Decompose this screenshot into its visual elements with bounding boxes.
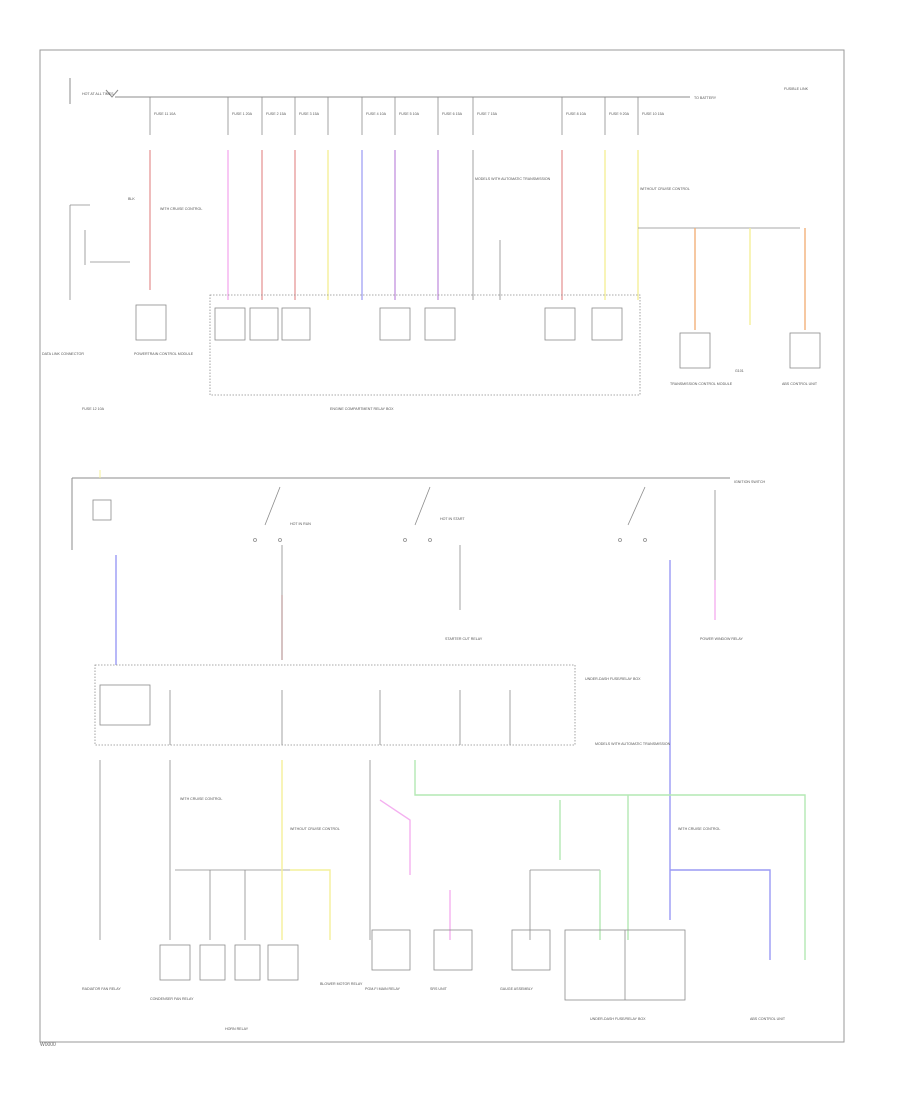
hot-at-all-times-label: HOT AT ALL TIMES [82,92,114,96]
fuse-label: FUSE 6 15A [442,112,463,116]
diagram-frame [39,49,845,1043]
fuse-label: FUSE 3 15A [299,112,320,116]
pcm-label: POWERTRAIN CONTROL MODULE [134,352,194,356]
component-label: GAUGE ASSEMBLY [500,987,533,991]
top-fuse-drops [149,97,639,135]
fuse-label: FUSE 10 15A [642,112,665,116]
fuse-label: FUSE 9 20A [609,112,630,116]
fusible-link-label: FUSIBLE LINK [784,87,809,91]
note-label: WITHOUT CRUISE CONTROL [290,827,340,831]
fuse-label: FUSE 2 15A [266,112,287,116]
ignition-switch-label: IGNITION SWITCH [734,480,766,484]
data-link-label: DATA LINK CONNECTOR [42,352,84,356]
fuse-label: FUSE 12 10A [82,407,105,411]
bottom-grey-wires [99,760,600,940]
top-small-labels: BLK WITH CRUISE CONTROL MODELS WITH AUTO… [128,177,690,211]
fuse-label: FUSE 7 15A [477,112,498,116]
fuse-junction-box-label: UNDER-DASH FUSE/RELAY BOX [585,677,641,681]
note-label: MODELS WITH AUTOMATIC TRANSMISSION [475,177,551,181]
fuse-label: FUSE 8 10A [566,112,587,116]
figure-id: W0000 [40,1042,56,1048]
under-dash-fuse-box [94,664,576,746]
engine-relay-box-label: ENGINE COMPARTMENT RELAY BOX [330,407,394,411]
component-label: UNDER-DASH FUSE/RELAY BOX [590,1017,646,1021]
top-grey-wiring [69,150,800,300]
bottom-notes: WITH CRUISE CONTROL WITHOUT CRUISE CONTR… [180,742,720,831]
note-label: WITH CRUISE CONTROL [180,797,222,801]
component-label: BLOWER MOTOR RELAY [320,982,363,986]
transmission-control-label: TRANSMISSION CONTROL MODULE [670,382,733,386]
wire-color-label: BLK [128,197,135,201]
fuse-label: FUSE 4 10A [366,112,387,116]
top-right-branch-wires [694,228,806,330]
component-label: HORN RELAY [225,1027,249,1031]
component-label: ABS CONTROL UNIT [750,1017,786,1021]
power-window-label: POWER WINDOW RELAY [700,637,743,641]
top-colored-wires [149,150,639,300]
note-label: WITH CRUISE CONTROL [678,827,720,831]
note-label: MODELS WITH AUTOMATIC TRANSMISSION [595,742,671,746]
component-label: RADIATOR FAN RELAY [82,987,121,991]
fuse-label: FUSE 11 10A [154,112,176,116]
ground-label: G101 [735,369,744,373]
top-fuse-labels: FUSE 11 10A FUSE 1 20A FUSE 2 15A FUSE 3… [154,112,665,116]
top-power-bus [69,78,690,104]
fuse-label: FUSE 1 20A [232,112,253,116]
abs-unit-label: ABS CONTROL UNIT [782,382,818,386]
note-label: WITH CRUISE CONTROL [160,207,202,211]
middle-colored-wires [115,555,716,920]
bottom-components [159,929,686,1001]
top-components [135,294,821,396]
bottom-component-labels: RADIATOR FAN RELAY CONDENSER FAN RELAY H… [82,982,786,1031]
fuse-label: FUSE 5 10A [399,112,420,116]
hot-in-start-label: HOT IN START [440,517,465,521]
component-label: CONDENSER FAN RELAY [150,997,194,1001]
bottom-colored-wires [281,760,806,960]
component-label: PGM-FI MAIN RELAY [365,987,401,991]
component-label: SRS UNIT [430,987,448,991]
starter-cut-label: STARTER CUT RELAY [445,637,483,641]
hot-in-run-label: HOT IN RUN [290,522,311,526]
to-battery-label: TO BATTERY [694,96,717,100]
ignition-switches [92,486,716,610]
middle-bus [71,470,730,550]
note-label: WITHOUT CRUISE CONTROL [640,187,690,191]
